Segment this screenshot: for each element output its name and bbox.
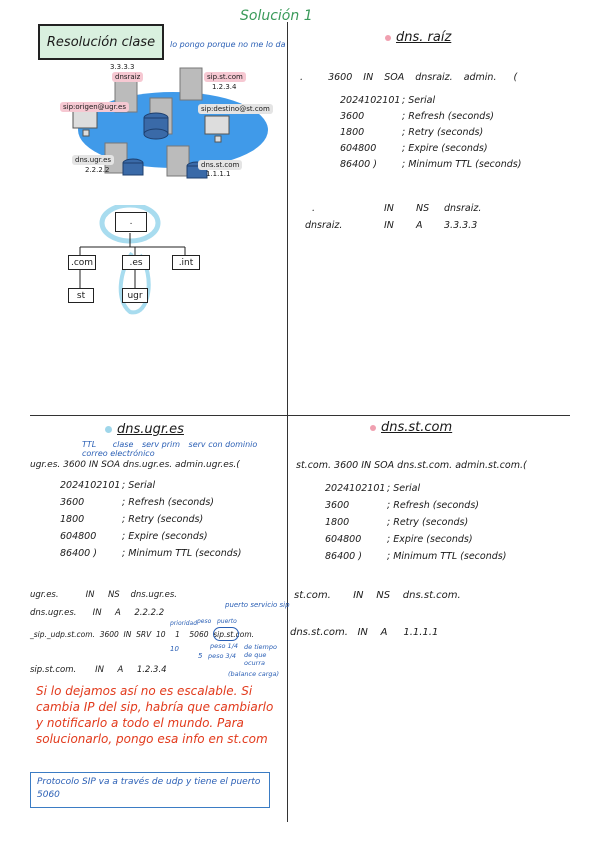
ugr-soa-row: 604800; Expire (seconds)	[60, 531, 208, 542]
tree-st-node: st	[68, 288, 94, 303]
weight-quarter-note: peso 1/4	[210, 642, 239, 650]
sip-com-label: sip.st.com	[204, 72, 246, 82]
ugr-soa-line: ugr.es. 3600 IN SOA dns.ugr.es. admin.ug…	[30, 460, 240, 470]
srv-10-note: 10	[170, 645, 179, 653]
horizontal-divider-left	[30, 415, 287, 416]
st-soa-row: 604800; Expire (seconds)	[325, 534, 473, 545]
sip-a-record: sip.st.com. IN A 1.2.3.4	[30, 665, 167, 675]
class-resolution-badge: Resolución clase	[38, 24, 164, 60]
service-port-note: puerto servicio sip	[225, 601, 290, 609]
root-soa-name: .	[300, 72, 304, 83]
ugr-a-record: dns.ugr.es. IN A 2.2.2.2	[30, 608, 165, 618]
st-section-title-text: dns.st.com	[381, 420, 453, 435]
st-a-record: dns.st.com. IN A 1.1.1.1	[290, 627, 439, 638]
port-circle	[213, 627, 239, 641]
root-soa-line: . 3600 IN SOA dnsraiz. admin. (	[300, 72, 517, 83]
weight-note: peso	[197, 618, 212, 625]
st-soa-block: 2024102101; Serial 3600; Refresh (second…	[325, 483, 506, 568]
origin-label: sip:origen@ugr.es	[60, 102, 129, 112]
blue-dot-icon	[105, 426, 112, 433]
pink-dot-icon	[370, 424, 376, 431]
st-soa-line: st.com. 3600 IN SOA dns.st.com. admin.st…	[296, 460, 527, 471]
root-soa-ttl: 3600	[328, 72, 353, 83]
root-soa-row: 3600; Refresh (seconds)	[340, 111, 494, 122]
priority-note: prioridad	[170, 620, 198, 627]
tree-ugr-node: ugr	[122, 288, 148, 303]
st-soa-row: 2024102101; Serial	[325, 483, 421, 494]
root-section-title-text: dns. raíz	[396, 30, 452, 45]
time-fraction-note: de tiempo de que ocurra	[244, 643, 277, 667]
root-ip-label: 3.3.3.3	[110, 63, 135, 71]
ugr-soa-row: 86400 ); Minimum TTL (seconds)	[60, 548, 242, 559]
port-note: puerto	[217, 618, 237, 625]
root-name-label: dnsraiz	[112, 72, 144, 82]
srv-5-note: 5	[198, 652, 203, 660]
root-section-title: dns. raíz	[385, 30, 451, 45]
horizontal-divider-right	[288, 415, 570, 416]
st-ns-record: st.com. IN NS dns.st.com.	[294, 590, 461, 601]
ugr-soa-row: 3600; Refresh (seconds)	[60, 497, 214, 508]
root-soa-row: 604800; Expire (seconds)	[340, 143, 488, 154]
weight-three-quarter-note: peso 3/4	[208, 652, 237, 660]
root-soa-type: SOA	[384, 72, 405, 83]
balance-note: (balance carga)	[228, 670, 280, 678]
root-soa-class: IN	[363, 72, 374, 83]
ugr-server-label: dns.ugr.es	[72, 155, 115, 165]
tree-es-node: .es	[122, 255, 150, 270]
sip-protocol-note: Protocolo SIP va a través de udp y tiene…	[30, 772, 270, 808]
st-soa-row: 86400 ); Minimum TTL (seconds)	[325, 551, 507, 562]
st-ip-label: 1.1.1.1	[206, 170, 231, 178]
sip-com-ip-label: 1.2.3.4	[212, 83, 237, 91]
ugr-ns-record: ugr.es. IN NS dns.ugr.es.	[30, 590, 177, 600]
root-soa-admin: admin.	[463, 72, 497, 83]
ugr-soa-row: 2024102101; Serial	[60, 480, 156, 491]
root-soa-block: 2024102101; Serial 3600; Refresh (second…	[340, 95, 521, 175]
ugr-header-notes: TTL clase tipo serv prim serv con domini…	[82, 440, 258, 458]
pink-dot-icon	[385, 34, 391, 41]
root-note: lo pongo porque no me lo da	[170, 40, 286, 49]
tree-int-node: .int	[172, 255, 200, 270]
root-soa-row: 86400 ); Minimum TTL (seconds)	[340, 159, 522, 170]
ugr-section-title-text: dns.ugr.es	[117, 422, 184, 437]
tree-root-node: .	[115, 212, 147, 232]
ugr-soa-row: 1800; Retry (seconds)	[60, 514, 204, 525]
st-soa-row: 1800; Retry (seconds)	[325, 517, 469, 528]
root-soa-row: 1800; Retry (seconds)	[340, 127, 484, 138]
tree-com-node: .com	[68, 255, 96, 270]
root-soa-open: (	[513, 72, 518, 83]
ugr-ip-label: 2.2.2.2	[85, 166, 110, 174]
root-soa-row: 2024102101; Serial	[340, 95, 436, 106]
page-title: Solución 1	[240, 8, 313, 24]
dns-tree-lines	[79, 205, 186, 315]
st-server-label: dns.st.com	[198, 160, 243, 170]
st-section-title: dns.st.com	[370, 420, 452, 435]
ugr-section-title: dns.ugr.es	[105, 422, 184, 437]
scalability-note: Si lo dejamos así no es escalable. Si ca…	[36, 684, 274, 746]
root-soa-primary: dnsraiz.	[415, 72, 453, 83]
vertical-divider	[287, 22, 288, 822]
ugr-soa-block: 2024102101; Serial 3600; Refresh (second…	[60, 480, 241, 565]
st-soa-row: 3600; Refresh (seconds)	[325, 500, 479, 511]
destination-label: sip:destino@st.com	[198, 104, 273, 114]
